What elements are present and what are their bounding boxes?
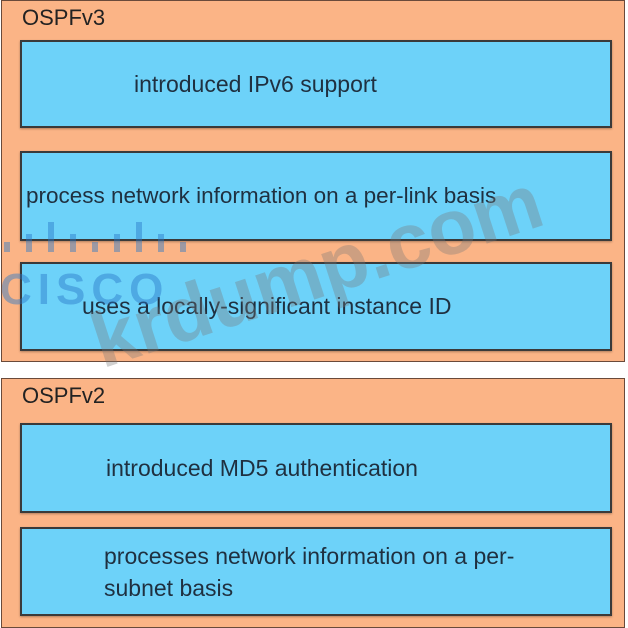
ospfv3-item-3: uses a locally-significant instance ID xyxy=(20,262,612,351)
ospfv2-title: OSPFv2 xyxy=(22,383,106,408)
item-text: introduced MD5 authentication xyxy=(106,454,418,481)
item-text: process network information on a per-lin… xyxy=(26,183,497,208)
ospfv2-item-1: introduced MD5 authentication xyxy=(20,423,612,513)
item-text: processes network information on a per-s… xyxy=(104,542,515,601)
ospfv2-item-2: processes network information on a per-s… xyxy=(20,527,612,616)
ospfv3-item-1: introduced IPv6 support xyxy=(20,40,612,128)
item-text: uses a locally-significant instance ID xyxy=(82,293,452,319)
ospfv3-item-2: process network information on a per-lin… xyxy=(20,151,612,241)
ospfv3-title: OSPFv3 xyxy=(22,5,106,30)
item-text: introduced IPv6 support xyxy=(134,70,377,97)
